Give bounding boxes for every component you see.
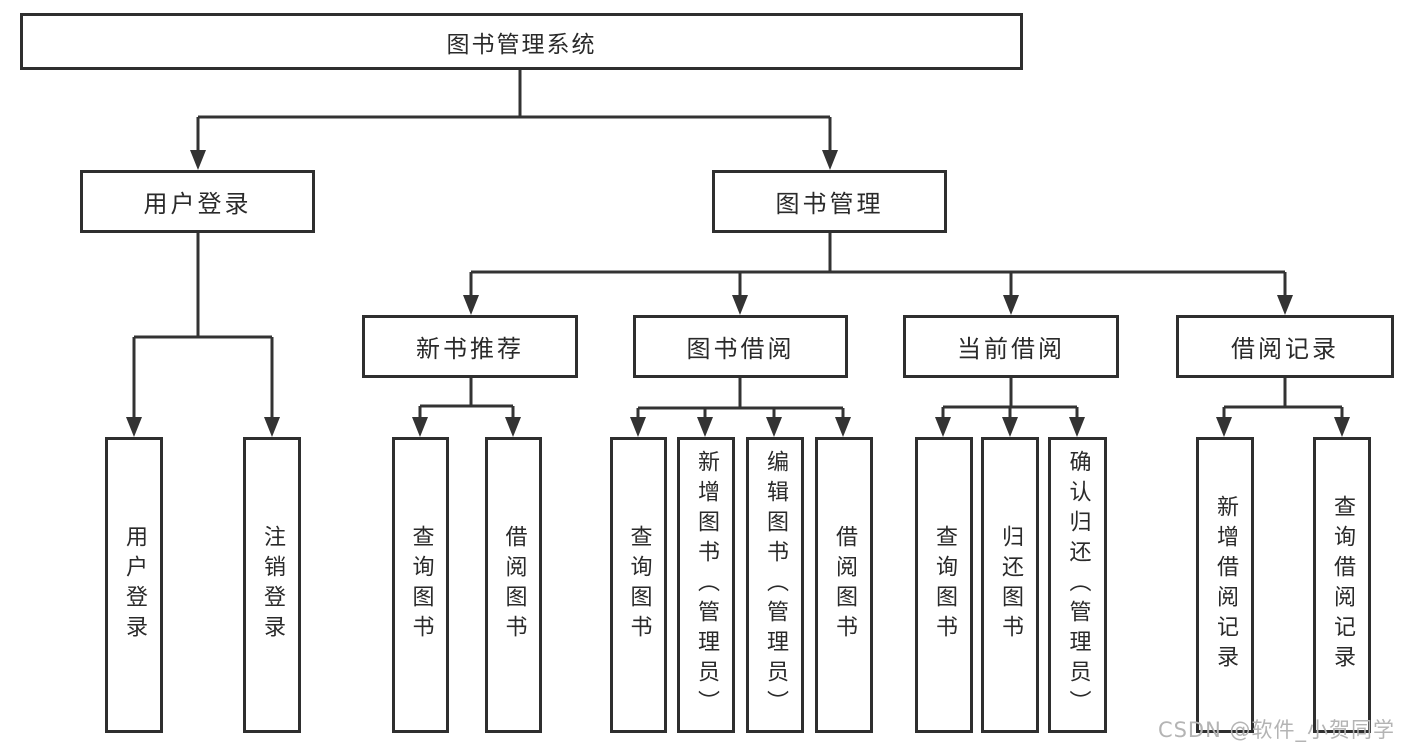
connector-borrowing-records-branch [1216, 378, 1350, 437]
leaf-add-borrow-record: 新增借阅记录 [1196, 437, 1254, 733]
connector-user-login-branch [126, 233, 280, 437]
node-current-borrowing: 当前借阅 [903, 315, 1119, 378]
leaf-query-books-3: 查询图书 [915, 437, 973, 733]
node-user-login: 用户登录 [80, 170, 315, 233]
connector-book-management-branch [463, 233, 1293, 315]
leaf-query-books-2: 查询图书 [610, 437, 667, 733]
node-new-book-recommendation: 新书推荐 [362, 315, 578, 378]
leaf-confirm-return-admin: 确认归还（管理员） [1048, 437, 1107, 733]
node-borrowing-records: 借阅记录 [1176, 315, 1394, 378]
leaf-user-login: 用户登录 [105, 437, 163, 733]
leaf-query-books-1: 查询图书 [392, 437, 449, 733]
node-library-management-system: 图书管理系统 [20, 13, 1023, 70]
csdn-watermark: CSDN @软件_小贺同学 [1157, 718, 1395, 742]
leaf-borrow-books-2: 借阅图书 [815, 437, 873, 733]
leaf-edit-book-admin: 编辑图书（管理员） [746, 437, 804, 733]
node-book-borrowing: 图书借阅 [633, 315, 848, 378]
leaf-add-book-admin: 新增图书（管理员） [677, 437, 735, 733]
connector-current-borrowing-branch [935, 378, 1085, 437]
connector-new-book-branch [412, 378, 521, 437]
leaf-borrow-books-1: 借阅图书 [485, 437, 542, 733]
connector-root-to-level1 [190, 70, 838, 170]
leaf-return-book: 归还图书 [981, 437, 1039, 733]
node-book-management: 图书管理 [712, 170, 947, 233]
leaf-logout: 注销登录 [243, 437, 301, 733]
leaf-query-borrow-record: 查询借阅记录 [1313, 437, 1371, 733]
connector-book-borrowing-branch [630, 378, 851, 437]
